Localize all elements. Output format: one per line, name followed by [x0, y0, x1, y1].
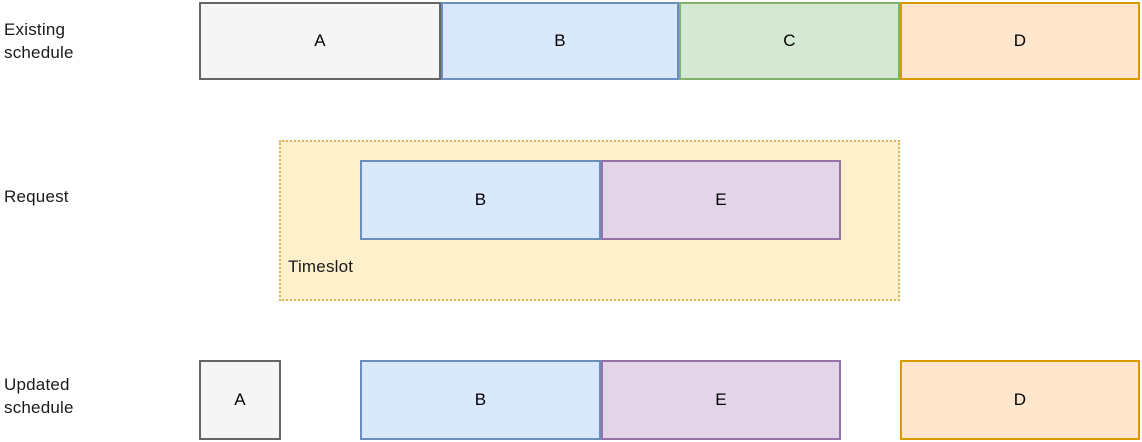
existing-block-a-label: A: [314, 31, 326, 50]
row-label-updated-schedule: Updated schedule: [4, 375, 74, 417]
existing-block-b[interactable]: B: [441, 2, 679, 80]
existing-block-a[interactable]: A: [199, 2, 441, 80]
updated-block-b[interactable]: B: [360, 360, 601, 440]
existing-block-b-label: B: [554, 31, 566, 50]
row-label-existing-schedule: Existing schedule: [4, 20, 74, 62]
updated-block-b-label: B: [474, 390, 487, 409]
request-block-b[interactable]: B: [360, 160, 601, 240]
updated-block-d[interactable]: D: [900, 360, 1140, 440]
updated-block-e[interactable]: E: [601, 360, 841, 440]
existing-block-d[interactable]: D: [900, 2, 1140, 80]
request-block-b-label: B: [474, 190, 487, 209]
timeslot-label: Timeslot: [288, 257, 354, 276]
updated-block-d-label: D: [1013, 390, 1027, 409]
updated-block-a[interactable]: A: [199, 360, 281, 440]
updated-block-a-label: A: [234, 390, 246, 409]
existing-block-c[interactable]: C: [679, 2, 900, 80]
updated-block-e-label: E: [715, 390, 727, 409]
existing-block-c-label: C: [783, 31, 796, 50]
row-label-request: Request: [4, 187, 69, 206]
request-block-e[interactable]: E: [601, 160, 841, 240]
existing-block-d-label: D: [1013, 31, 1027, 50]
request-block-e-label: E: [715, 190, 727, 209]
